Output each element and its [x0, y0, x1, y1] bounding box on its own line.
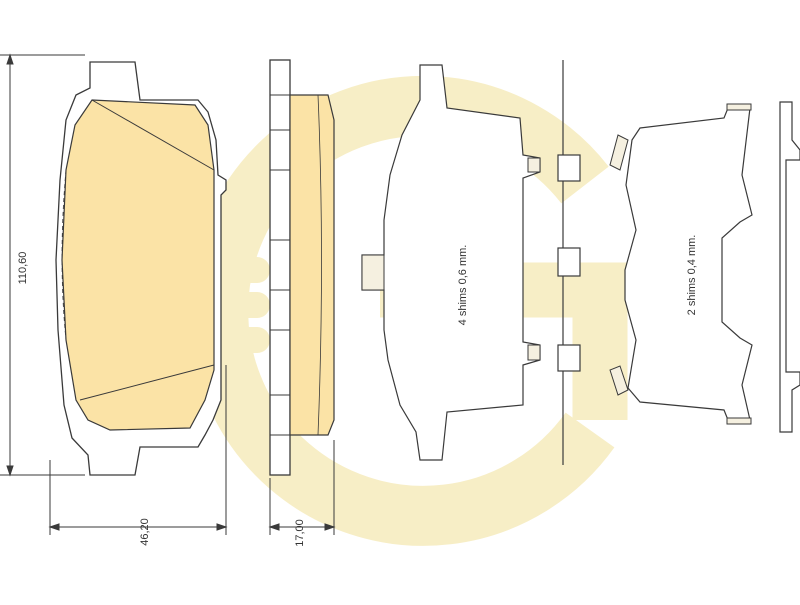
shim-thin-note: 2 shims 0,4 mm. — [686, 235, 698, 316]
shim-thick-side-view — [557, 60, 581, 465]
thickness-dimension-label: 17,00 — [294, 519, 306, 547]
height-dimension-label: 110,60 — [17, 252, 29, 285]
friction-material — [61, 99, 215, 431]
shim-thick-note: 4 shims 0,6 mm. — [457, 245, 469, 326]
width-dimension-label: 46,20 — [139, 518, 151, 546]
side-friction-material — [289, 94, 335, 436]
shim-thin-outline — [624, 107, 753, 421]
shim-thick-outline — [361, 64, 541, 461]
height-dimension — [0, 53, 85, 477]
shim-thick — [361, 64, 541, 461]
shim-thin — [609, 103, 753, 425]
shim-thin-side-view — [779, 101, 800, 433]
side-backing-plate — [269, 59, 291, 476]
width-dimension — [48, 365, 228, 535]
brake-pad-front-view — [55, 61, 227, 476]
thickness-dimension — [268, 440, 336, 535]
brake-pad-side-view — [269, 59, 335, 476]
